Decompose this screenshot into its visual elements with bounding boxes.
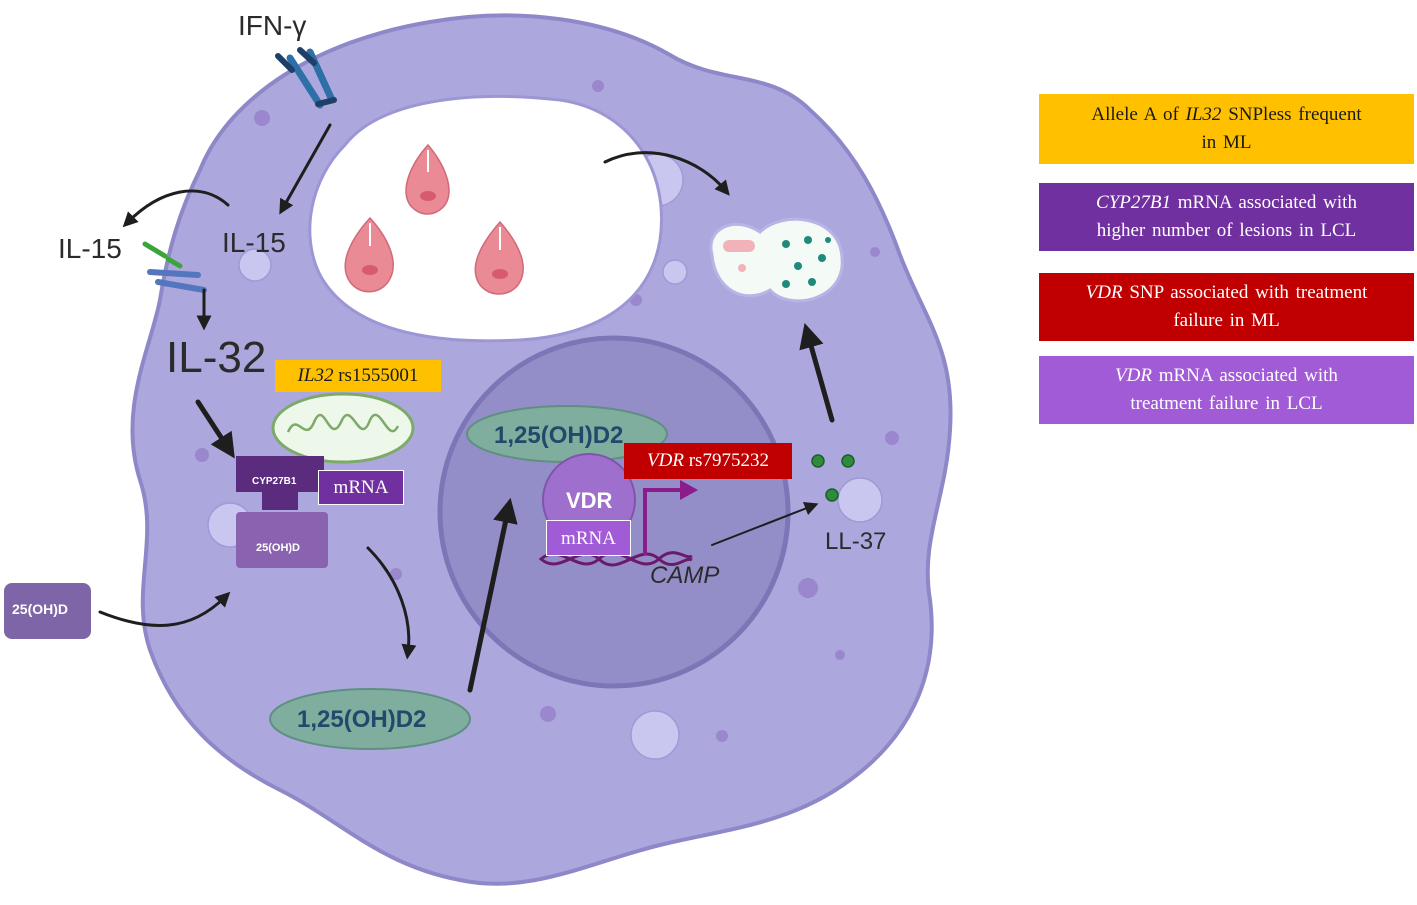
legend-il32-allele: Allele A of IL32 SNPless frequent in ML bbox=[1039, 94, 1414, 164]
vdr-snp-gene: VDR bbox=[647, 450, 684, 471]
il15-outer-label: IL-15 bbox=[58, 233, 122, 264]
legend-vdr-mrna: VDR mRNA associated with treatment failu… bbox=[1039, 356, 1414, 424]
ll37-label: LL-37 bbox=[825, 528, 887, 555]
cyp27b1-mrna-tag: mRNA bbox=[318, 470, 404, 505]
legend-2-line2: failure in ML bbox=[1173, 310, 1280, 331]
legend-0-pre: Allele A of bbox=[1091, 104, 1186, 125]
legend-2-gene: VDR bbox=[1085, 282, 1123, 303]
amastigote bbox=[474, 220, 524, 295]
il32-label: IL-32 bbox=[166, 333, 267, 382]
mitochondrion bbox=[271, 392, 415, 464]
legend-vdr-snp: VDR SNP associated with treatment failur… bbox=[1039, 273, 1414, 341]
ifn-gamma-receptor bbox=[275, 47, 337, 109]
legend-0-gene: IL32 bbox=[1185, 104, 1222, 125]
enzyme-25ohd-label: 25(OH)D bbox=[256, 542, 301, 554]
legend-3-line1: mRNA associated with bbox=[1151, 365, 1338, 386]
vdr-mrna-tag: mRNA bbox=[546, 520, 631, 556]
vitd-cytoplasm-label: 1,25(OH)D2 bbox=[297, 706, 427, 733]
parasitophorous-vacuole bbox=[308, 94, 663, 343]
il32-snp-tag: IL32 rs1555001 bbox=[275, 360, 441, 392]
ifn-gamma-label: IFN-γ bbox=[238, 10, 307, 41]
autophagolysosome bbox=[709, 217, 844, 303]
il32-snp-id: rs1555001 bbox=[333, 365, 419, 386]
transcription-start-arrow bbox=[643, 480, 698, 555]
il15-receptor bbox=[142, 241, 207, 293]
legend-0-line1: SNPless frequent bbox=[1221, 104, 1362, 125]
cytoplasm-dots bbox=[195, 80, 899, 742]
amastigote bbox=[405, 143, 450, 215]
legend-1-line1: mRNA associated with bbox=[1171, 192, 1357, 213]
legend-2-line1: SNP associated with treatment bbox=[1122, 282, 1368, 303]
vdr-label: VDR bbox=[566, 488, 613, 513]
legend-3-gene: VDR bbox=[1115, 365, 1152, 386]
ll37-peptides bbox=[811, 454, 855, 502]
legend-cyp27b1-mrna: CYP27B1 mRNA associated with higher numb… bbox=[1039, 183, 1414, 251]
external-25ohd-label: 25(OH)D bbox=[12, 601, 69, 617]
legend-0-line2: in ML bbox=[1201, 132, 1252, 153]
il15-inner-label: IL-15 bbox=[222, 227, 286, 258]
vdr-snp-id: rs7975232 bbox=[683, 450, 769, 471]
vitd-nucleus-label: 1,25(OH)D2 bbox=[494, 422, 624, 449]
legend-1-gene: CYP27B1 bbox=[1096, 192, 1171, 213]
vdr-snp-tag: VDR rs7975232 bbox=[624, 443, 792, 479]
legend-3-line2: treatment failure in LCL bbox=[1130, 393, 1323, 414]
cyp27b1-label: CYP27B1 bbox=[252, 476, 297, 487]
amastigote bbox=[344, 216, 394, 293]
cyp27b1-enzyme bbox=[236, 456, 328, 568]
vitd-cytoplasm-ellipse bbox=[269, 688, 471, 750]
il32-snp-gene: IL32 bbox=[297, 365, 334, 386]
legend-1-line2: higher number of lesions in LCL bbox=[1096, 220, 1357, 241]
pathway-arrows bbox=[98, 123, 835, 693]
camp-label: CAMP bbox=[650, 562, 720, 589]
external-25ohd-block bbox=[4, 583, 91, 639]
